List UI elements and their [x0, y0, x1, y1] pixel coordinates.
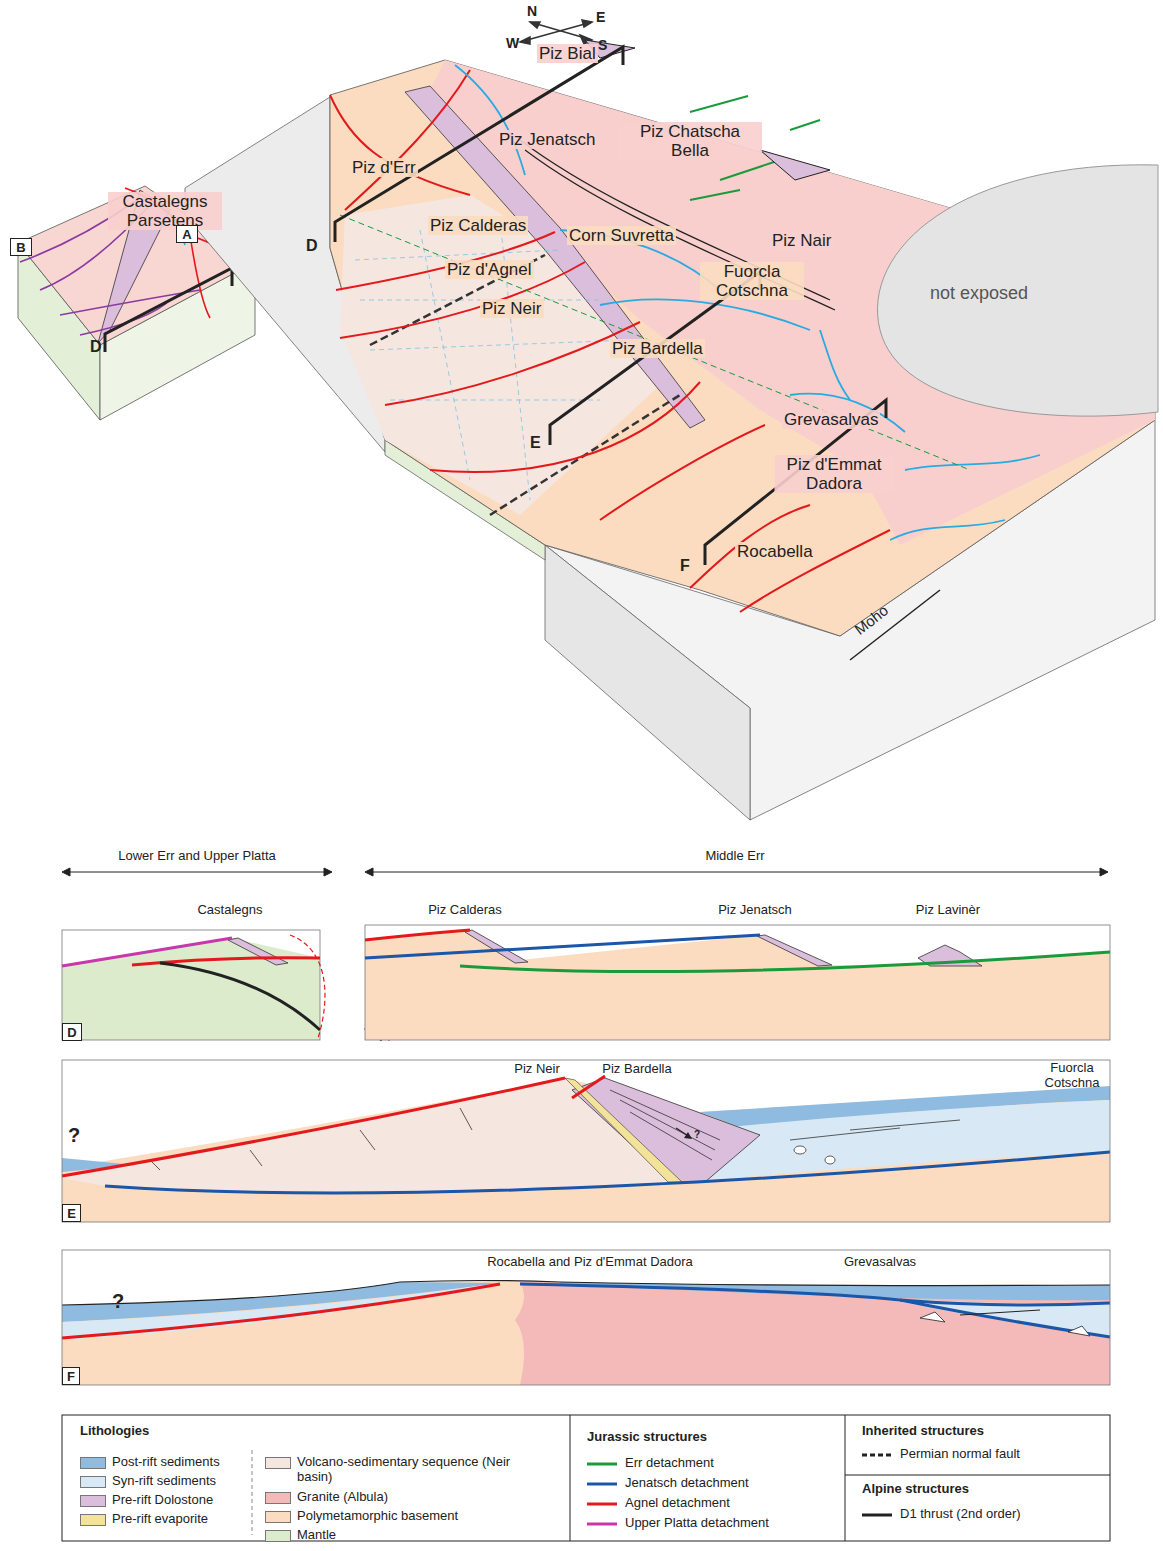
legend-line-sample [587, 1483, 617, 1486]
legend-text: D1 thrust (2nd order) [900, 1507, 1021, 1522]
tag-letter: A [180, 227, 193, 242]
legend-text: Post-rift sediments [112, 1455, 220, 1470]
legend-text: Granite (Albula) [297, 1490, 388, 1505]
legend-line-sample [587, 1503, 617, 1506]
legend-swatch [265, 1530, 291, 1542]
section-f [62, 1250, 1110, 1385]
place-label: Piz Calderas [428, 216, 528, 235]
compass [520, 20, 592, 44]
place-label: Piz Bial [537, 44, 598, 63]
place-label: Fuorcla Cotschna [700, 262, 804, 300]
place-label: not exposed [930, 283, 1028, 303]
place-label: Piz d'Agnel [445, 260, 534, 279]
legend-text: Agnel detachment [625, 1496, 730, 1511]
block-surface [330, 40, 1158, 660]
place-label: Jurassic structures [587, 1430, 707, 1445]
place-label: Piz Calderas [428, 903, 502, 918]
section-tag: F [62, 1367, 80, 1385]
legend-swatch [265, 1511, 291, 1523]
tag-letter: F [65, 1369, 77, 1384]
legend-text: Mantle [297, 1528, 336, 1543]
place-label: Alpine structures [862, 1482, 969, 1497]
legend-text: Permian normal fault [900, 1447, 1020, 1462]
place-label: ? [694, 1129, 700, 1140]
legend-line-sample [862, 1514, 892, 1517]
place-label: Piz Bardella [602, 1062, 671, 1077]
place-label: Rocabella [735, 542, 815, 561]
place-label: D [306, 237, 318, 255]
section-tag: D [62, 1023, 82, 1041]
place-label: Piz d'Emmat Dadora [775, 455, 894, 493]
section-tag: E [62, 1204, 81, 1222]
extent-arrows [62, 868, 1108, 876]
place-label: Piz Lavinèr [916, 903, 980, 918]
place-label: D [90, 338, 102, 356]
place-label: E [596, 10, 605, 26]
place-label: Piz Neir [480, 299, 544, 318]
legend-swatch [80, 1514, 106, 1526]
place-label: Lower Err and Upper Platta [116, 849, 278, 864]
legend-text: Jenatsch detachment [625, 1476, 749, 1491]
place-label: S [598, 38, 607, 54]
place-label: Piz Neir [514, 1062, 560, 1077]
place-label: E [530, 434, 541, 452]
place-label: Castalegns [197, 903, 262, 918]
tag-letter: D [65, 1025, 78, 1040]
tag-letter: E [65, 1206, 78, 1221]
place-label: Corn Suvretta [567, 226, 676, 245]
legend-text: Pre-rift evaporite [112, 1512, 208, 1527]
place-label: Piz d'Err [350, 158, 418, 177]
legend-text: Err detachment [625, 1456, 714, 1471]
place-label: Rocabella and Piz d'Emmat Dadora [487, 1255, 693, 1270]
place-label: Middle Err [703, 849, 766, 864]
legend-swatch [80, 1495, 106, 1507]
place-label: Piz Jenatsch [718, 903, 792, 918]
legend-text: Polymetamorphic basement [297, 1509, 458, 1524]
legend-frame [62, 1415, 1110, 1541]
tag-letter: B [14, 240, 27, 255]
legend-line-sample [587, 1523, 617, 1526]
place-label: Piz Chatscha Bella [618, 122, 762, 160]
place-label: Grevasalvas [844, 1255, 916, 1270]
place-label: F [680, 557, 690, 575]
small-block [18, 186, 255, 420]
place-label: ? [68, 1124, 80, 1146]
place-label: Grevasalvas [782, 410, 880, 429]
legend-text: Syn-rift sediments [112, 1474, 216, 1489]
place-label: Piz Nair [770, 231, 834, 250]
place-label: Fuorcla Cotschna [1032, 1061, 1112, 1090]
legend-swatch [80, 1476, 106, 1488]
legend-line-sample [587, 1463, 617, 1466]
place-label: Castalegns Parsetens [108, 192, 222, 230]
legend-line-sample [862, 1454, 892, 1457]
legend-line-samples [587, 1455, 892, 1524]
section-tag: B [10, 238, 32, 256]
place-label: Inherited structures [862, 1424, 984, 1439]
place-label: Piz Bardella [610, 339, 705, 358]
legend-text: Upper Platta detachment [625, 1516, 769, 1531]
place-label: Piz Jenatsch [497, 130, 597, 149]
legend-swatch [265, 1457, 291, 1469]
legend-text: Pre-rift Dolostone [112, 1493, 213, 1508]
place-label: Lithologies [80, 1424, 149, 1439]
section-e [62, 1060, 1110, 1222]
legend-swatch [80, 1457, 106, 1469]
legend-text: Volcano-sedimentary sequence (Neir basin… [297, 1455, 537, 1485]
place-label: W [506, 36, 519, 52]
place-label: ? [112, 1290, 124, 1312]
place-label: N [527, 4, 537, 20]
section-tag: A [176, 225, 198, 243]
section-d [62, 925, 1110, 1042]
legend-swatch [265, 1492, 291, 1504]
